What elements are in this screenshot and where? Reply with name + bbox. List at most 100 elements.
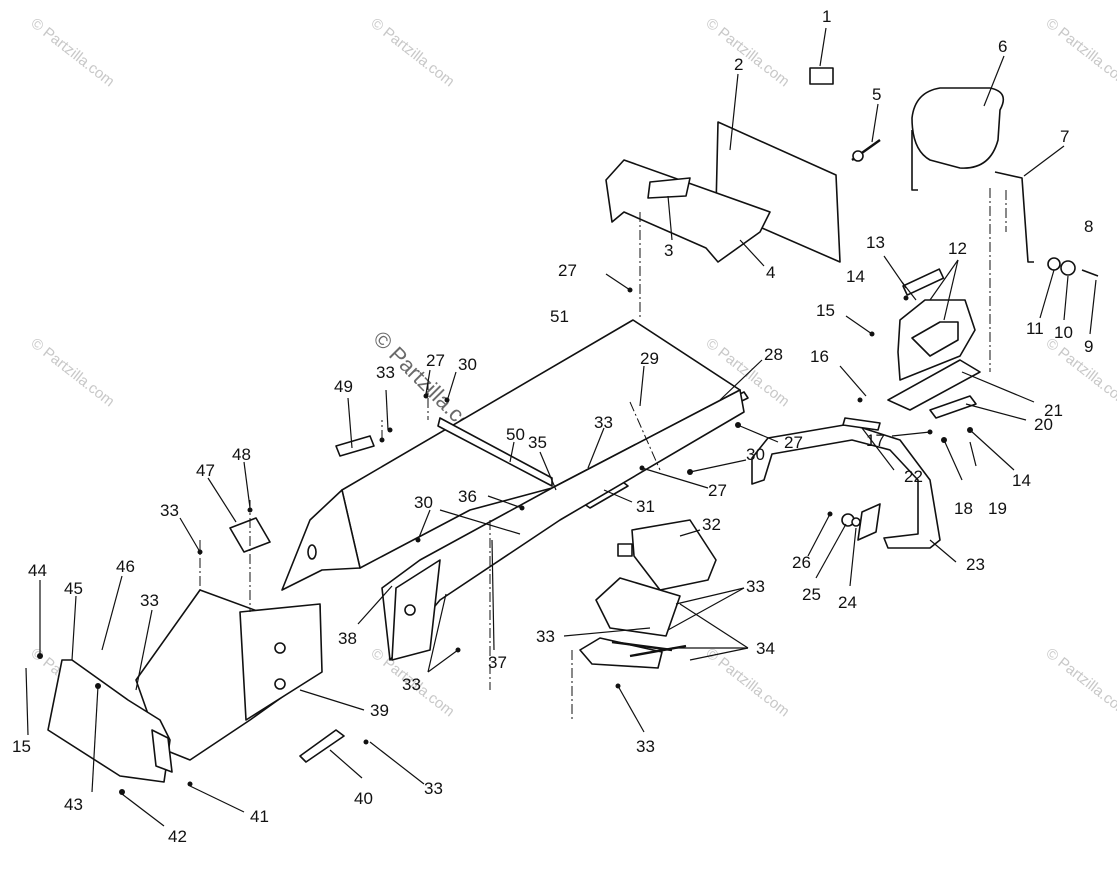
tunnel-side-part (391, 559, 441, 661)
watermark: © Partzilla.com (28, 15, 118, 91)
callout-24: 24 (838, 593, 857, 612)
watermark: © Partzilla.com (368, 15, 458, 91)
bumper-pad-part (842, 417, 881, 431)
callout-30: 30 (458, 355, 477, 374)
callout-4: 4 (766, 263, 775, 282)
callout-30c: 30 (414, 493, 433, 512)
rear-panel-part (715, 121, 841, 263)
pin-part (611, 640, 673, 652)
frame-hole (274, 642, 286, 654)
callout-35: 35 (528, 433, 547, 452)
callout-1: 1 (822, 7, 831, 26)
callout-33c: 33 (160, 501, 179, 520)
callout-36: 36 (458, 487, 477, 506)
handle-pad-part (902, 268, 945, 296)
watermark: © Partzilla.com (28, 335, 118, 411)
callout-33b: 33 (594, 413, 613, 432)
callout-25: 25 (802, 585, 821, 604)
battery-clip-part (617, 543, 633, 557)
callout-32: 32 (702, 515, 721, 534)
callout-31: 31 (636, 497, 655, 516)
nut-part (851, 517, 861, 527)
callout-14: 14 (846, 267, 865, 286)
rear-bracket-part (605, 159, 771, 263)
callout-2: 2 (734, 55, 743, 74)
callout-13: 13 (866, 233, 885, 252)
watermark: © Partzilla.com (703, 15, 793, 91)
rear-bumper-part (751, 423, 941, 549)
callout-33g: 33 (402, 675, 421, 694)
callout-22: 22 (904, 467, 923, 486)
watermark: © Partzilla.com (1043, 335, 1117, 411)
callout-15: 15 (816, 301, 835, 320)
plate-49-part (335, 435, 375, 457)
callout-26: 26 (792, 553, 811, 572)
callout-27: 27 (558, 261, 577, 280)
tunnel-rail-part (437, 417, 553, 487)
battery-box-part (631, 519, 717, 591)
callout-33e: 33 (746, 577, 765, 596)
callout-6: 6 (998, 37, 1007, 56)
mount-bracket-lower-part (579, 637, 663, 669)
callout-14b: 14 (1012, 471, 1031, 490)
callout-10: 10 (1054, 323, 1073, 342)
bracket-slot (647, 177, 691, 199)
bracket-plate-part (887, 359, 981, 411)
callout-15b: 15 (12, 737, 31, 756)
callout-17: 17 (866, 431, 885, 450)
watermark: © Partzilla.com (1043, 645, 1117, 721)
backrest-frame-left (911, 130, 918, 191)
callout-21: 21 (1044, 401, 1063, 420)
backrest-frame-right (994, 171, 1034, 263)
callout-5: 5 (872, 85, 881, 104)
callout-33f: 33 (536, 627, 555, 646)
callout-33h: 33 (636, 737, 655, 756)
callout-3: 3 (664, 241, 673, 260)
callout-18: 18 (954, 499, 973, 518)
callout-49: 49 (334, 377, 353, 396)
knob-part (1047, 257, 1061, 271)
callout-33a: 33 (376, 363, 395, 382)
phantom-lines (199, 188, 1007, 720)
watermark: © Partzilla.com (703, 645, 793, 721)
callout-34: 34 (756, 639, 775, 658)
strap-part (299, 729, 345, 763)
knob-bolt (1081, 269, 1099, 277)
callout-labels: 1 2 3 4 5 6 7 8 9 10 11 12 13 14 14 15 1… (12, 7, 1093, 846)
callout-42: 42 (168, 827, 187, 846)
callout-44: 44 (28, 561, 47, 580)
callout-20: 20 (1034, 415, 1053, 434)
callout-43: 43 (64, 795, 83, 814)
parts-layer (47, 67, 1099, 783)
tunnel-hole (307, 544, 317, 560)
callout-7: 7 (1060, 127, 1069, 146)
tunnel-side-hole (404, 604, 416, 616)
phantom-line (629, 401, 661, 471)
callout-19: 19 (988, 499, 1007, 518)
callout-37: 37 (488, 653, 507, 672)
lower-plate-part (929, 395, 977, 419)
decal-part (809, 67, 834, 85)
callout-27b: 27 (426, 351, 445, 370)
tunnel-front-part (281, 489, 361, 591)
callout-51: 51 (550, 307, 569, 326)
callout-38: 38 (338, 629, 357, 648)
callout-33d: 33 (140, 591, 159, 610)
watermark: © Partzilla.com (1043, 15, 1117, 91)
callout-27d: 27 (708, 481, 727, 500)
front-plate-part (47, 659, 171, 783)
front-frame-side-part (239, 603, 323, 721)
callout-8: 8 (1084, 217, 1093, 236)
bolt-head (852, 150, 864, 162)
callout-12: 12 (948, 239, 967, 258)
callout-47: 47 (196, 461, 215, 480)
callout-33i: 33 (424, 779, 443, 798)
knob-star-part (1060, 260, 1076, 276)
callout-28: 28 (764, 345, 783, 364)
callout-48: 48 (232, 445, 251, 464)
callout-16: 16 (810, 347, 829, 366)
grab-bar-inner (911, 321, 959, 357)
callout-50: 50 (506, 425, 525, 444)
